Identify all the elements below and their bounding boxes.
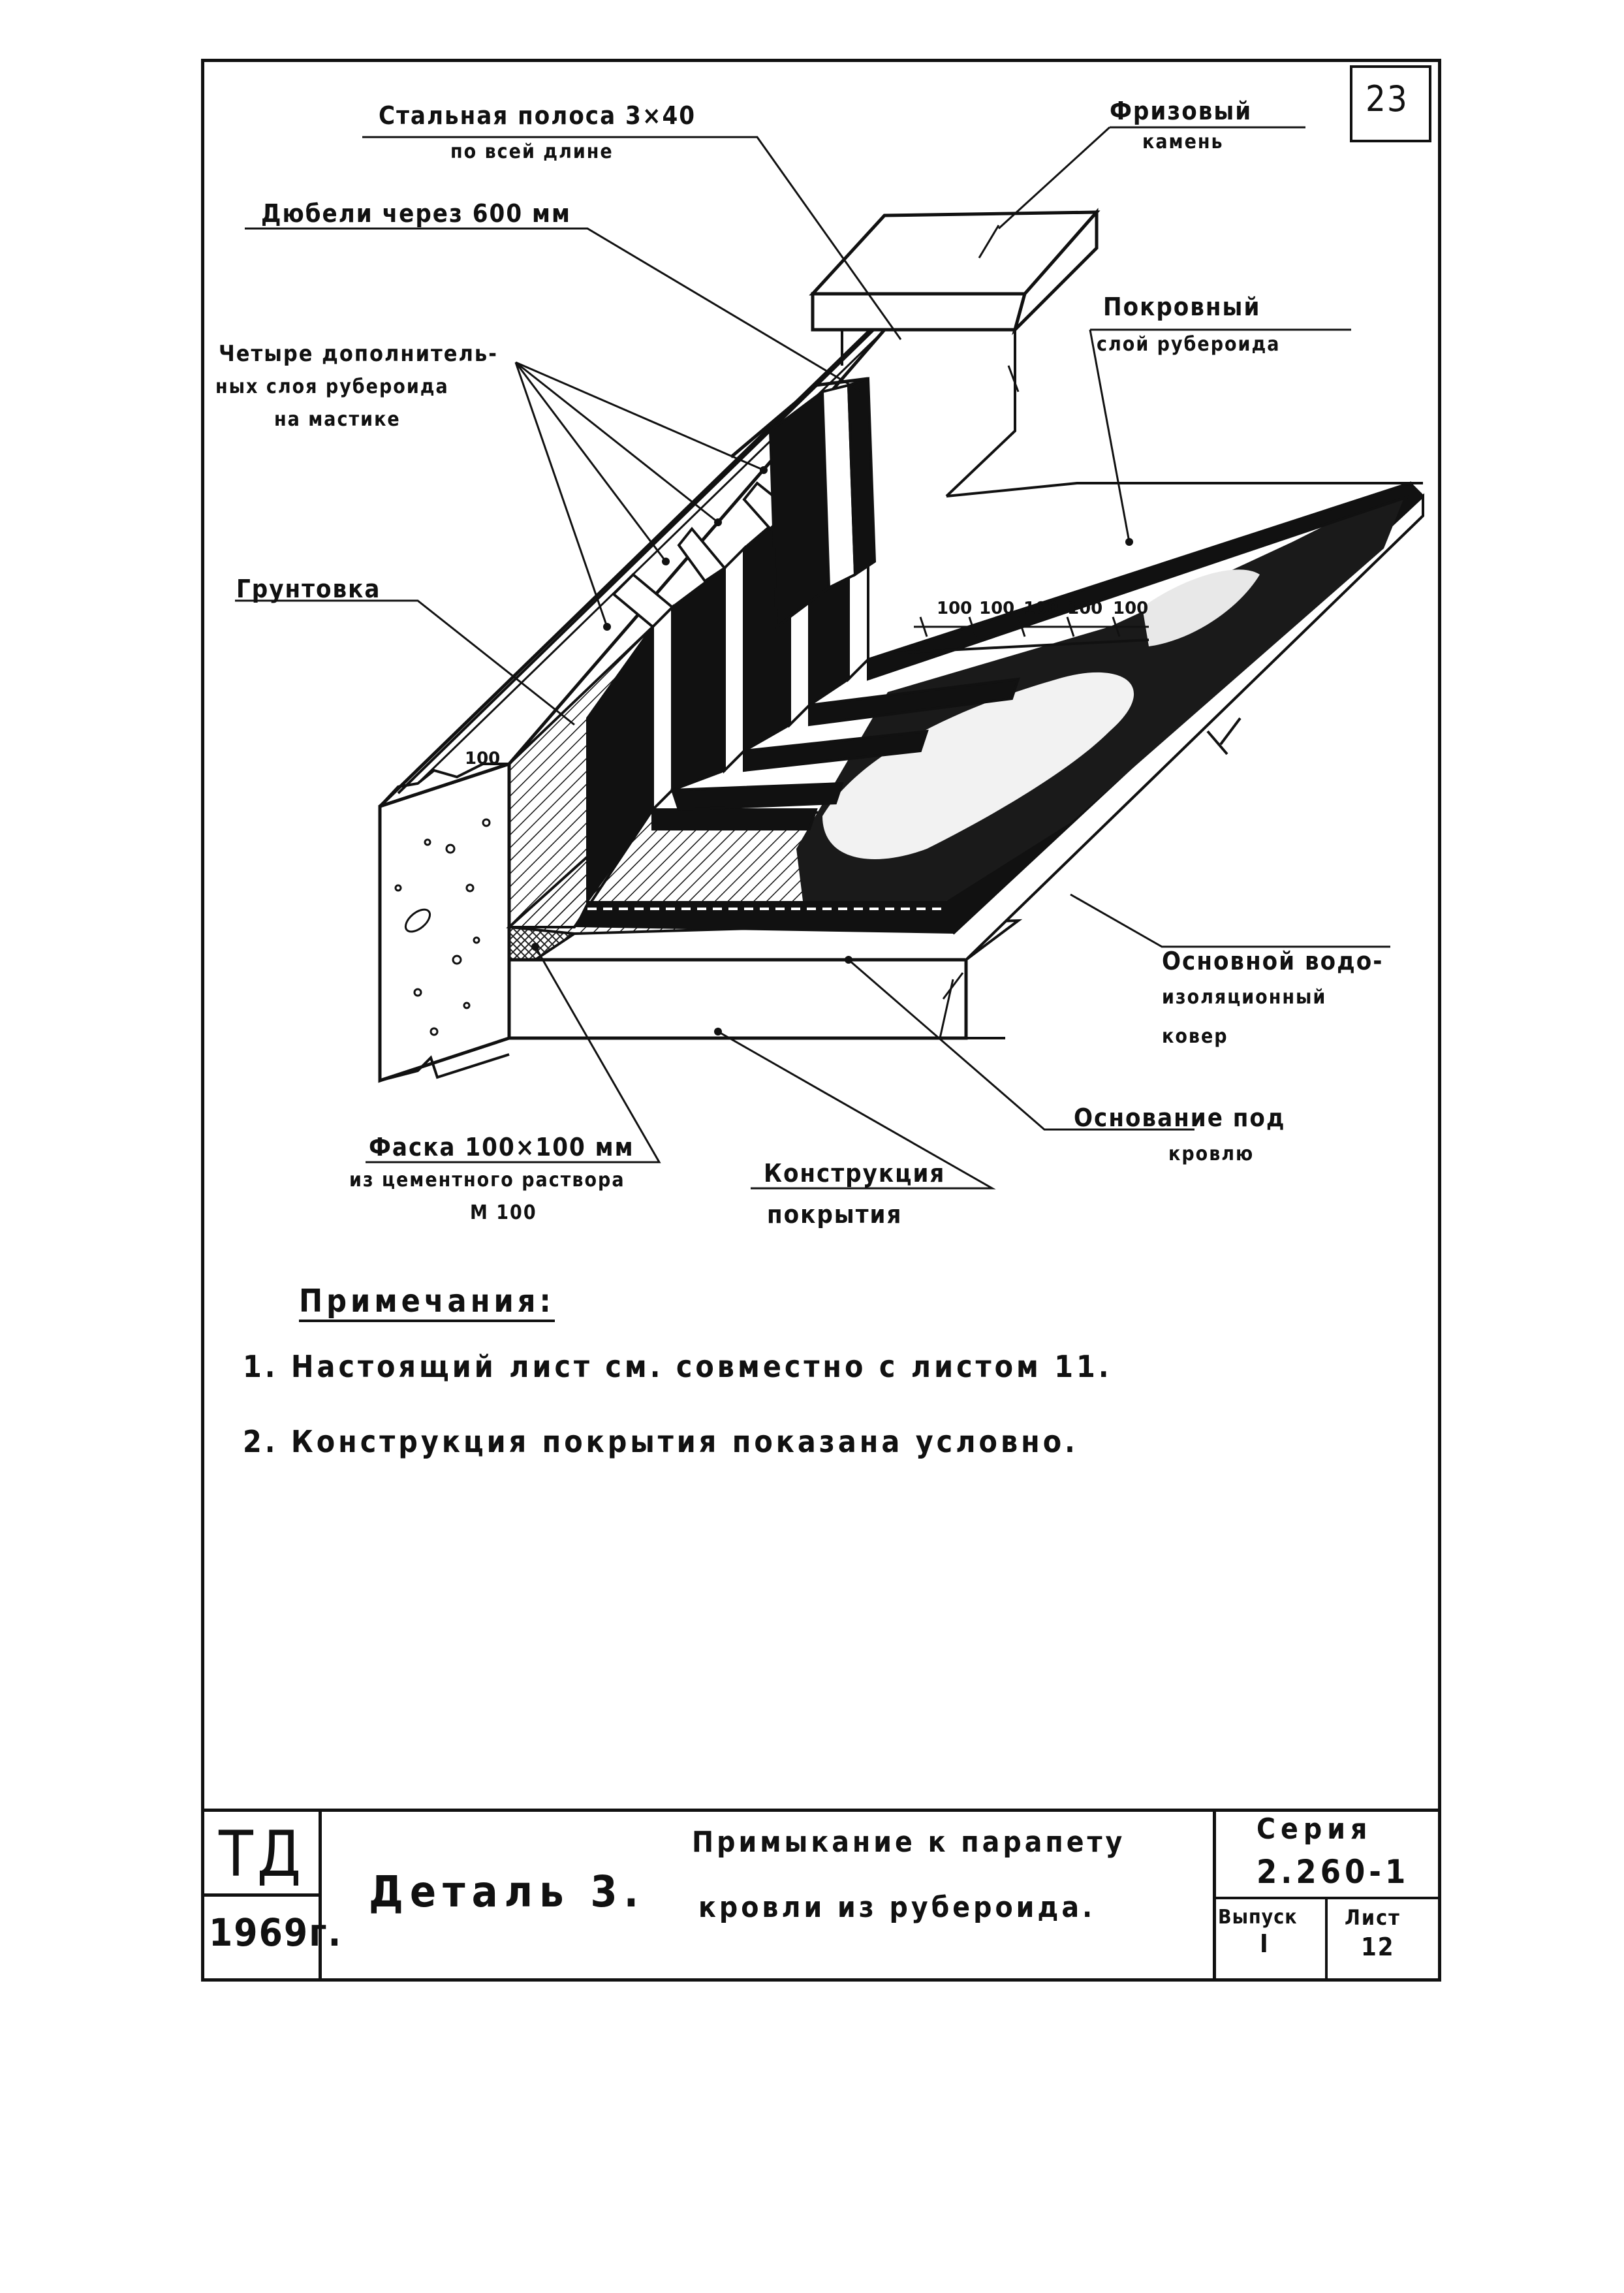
dim-5: 100 — [1113, 599, 1148, 618]
series-label: Серия — [1257, 1812, 1373, 1846]
notes-title: Примечания: — [299, 1283, 555, 1322]
frieze-stone — [809, 208, 1101, 498]
detail-number: Деталь 3. — [369, 1867, 646, 1917]
sheet-title-1: Примыкание к парапету — [692, 1826, 1126, 1859]
label-four-layers-2: ных слоя рубероида — [215, 375, 449, 398]
label-frieze-stone-2: камень — [1142, 131, 1224, 153]
dim-3: 100 — [1023, 599, 1059, 618]
label-fillet-2: из цементного раствора — [349, 1169, 625, 1192]
parapet-detail-drawing: 100 100 100 100 100 100 — [235, 126, 1424, 1190]
label-construction-2: покрытия — [767, 1200, 903, 1229]
label-fillet-3: М 100 — [470, 1201, 537, 1224]
year: 1969г. — [209, 1910, 343, 1955]
waterproofing-carpet — [574, 483, 1423, 934]
label-frieze-stone: Фризовый — [1110, 97, 1253, 125]
label-four-layers: Четыре дополнитель- — [219, 341, 498, 367]
label-cover-layer: Покровный — [1103, 293, 1261, 321]
org-code: ТД — [219, 1818, 305, 1891]
drawing-frame — [201, 59, 1441, 1982]
leader-lines — [235, 126, 1390, 1190]
label-dowels: Дюбели через 600 мм — [261, 199, 571, 228]
label-construction: Конструкция — [764, 1159, 946, 1188]
dim-4: 100 — [1067, 599, 1102, 618]
additional-layers — [586, 377, 1411, 906]
series-value: 2.260-1 — [1257, 1853, 1410, 1891]
label-fillet: Фаска 100×100 мм — [369, 1133, 634, 1162]
label-base-2: кровлю — [1168, 1143, 1255, 1165]
dimension-values: 100 100 100 100 100 — [937, 599, 1148, 618]
sheet-number-box — [1350, 65, 1431, 142]
sheet-title-2: кровли из рубероида. — [698, 1891, 1096, 1924]
parapet-dim-100: 100 — [465, 749, 500, 768]
label-main-carpet: Основной водо- — [1162, 947, 1384, 975]
dim-2: 100 — [979, 599, 1014, 618]
label-main-carpet-3: ковер — [1162, 1025, 1228, 1048]
label-main-carpet-2: изоляционный — [1162, 986, 1327, 1009]
sheet-value: 12 — [1361, 1933, 1395, 1961]
issue-value: I — [1260, 1929, 1270, 1958]
note-2: 2. Конструкция покрытия показана условно… — [243, 1424, 1078, 1459]
label-four-layers-3: на мастике — [274, 408, 401, 431]
note-1: 1. Настоящий лист см. совместно с листом… — [243, 1349, 1112, 1384]
label-cover-layer-2: слой рубероида — [1097, 333, 1281, 356]
sheet-number: 23 — [1366, 78, 1409, 119]
cover-layer — [894, 482, 1424, 755]
issue-label: Выпуск — [1218, 1906, 1298, 1929]
dim-1: 100 — [937, 599, 972, 618]
label-steel-strip-length: по всей длине — [450, 140, 614, 163]
sheet-label: Лист — [1345, 1905, 1401, 1930]
label-steel-strip: Стальная полоса 3×40 — [379, 101, 696, 130]
leader-dots — [531, 466, 1133, 1036]
label-primer: Грунтовка — [236, 575, 381, 603]
label-base: Основание под — [1074, 1103, 1286, 1132]
dimension-marks — [914, 616, 1149, 637]
